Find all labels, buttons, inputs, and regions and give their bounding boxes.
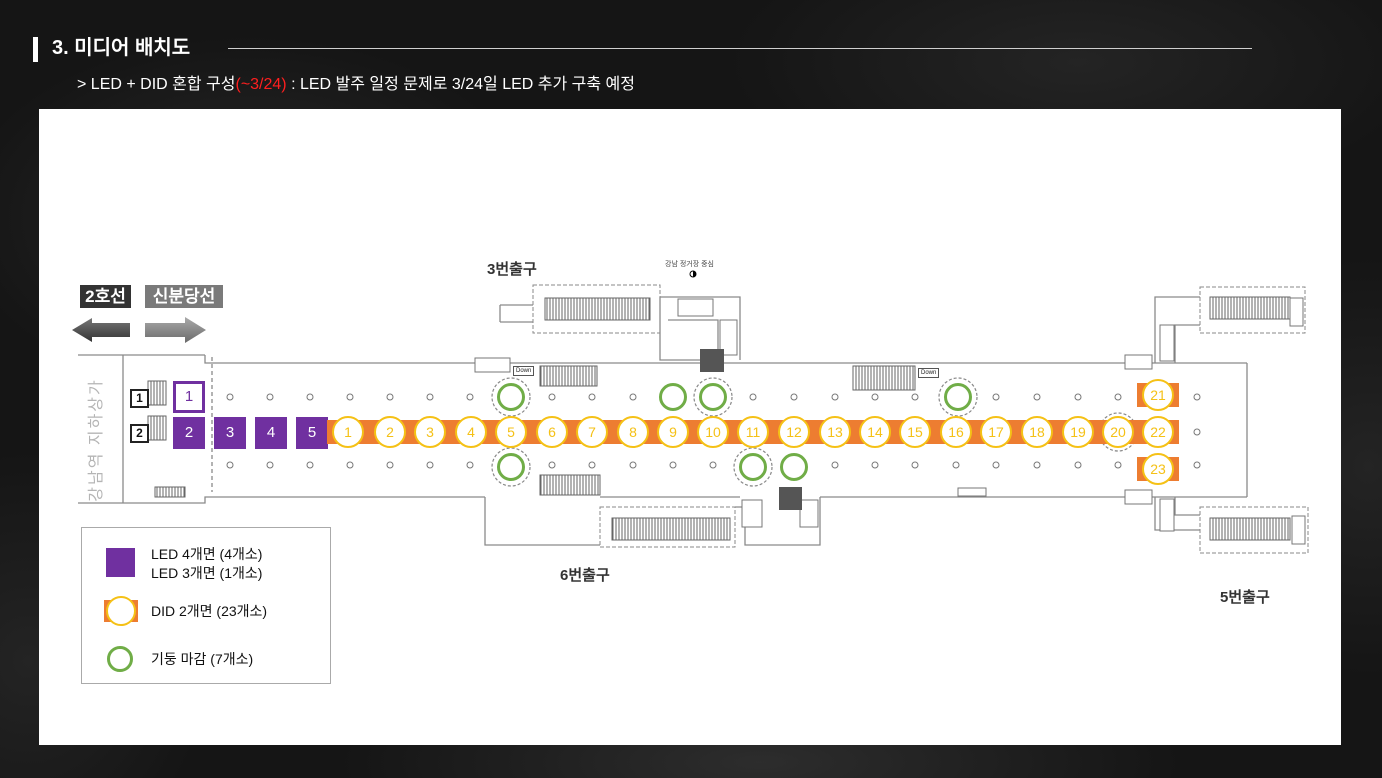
did-screen-number: 22 — [1142, 416, 1174, 448]
did-screen-number: 18 — [1021, 416, 1053, 448]
did-screen-23: 23 — [1137, 453, 1179, 485]
did-screen-number: 1 — [332, 416, 364, 448]
page-title: 3. 미디어 배치도 — [52, 37, 191, 59]
did-screen-4: 4 — [450, 416, 492, 448]
did-screen-number: 21 — [1142, 379, 1174, 411]
did-screen-18: 18 — [1016, 416, 1058, 448]
did-screen-16: 16 — [935, 416, 977, 448]
did-screen-9: 9 — [652, 416, 694, 448]
did-screen-number: 23 — [1142, 453, 1174, 485]
did-screen-1: 1 — [327, 416, 369, 448]
down-sign: Down — [918, 368, 940, 378]
pillar-finish-marker — [497, 453, 525, 481]
did-screen-number: 15 — [899, 416, 931, 448]
did-screen-20: 20 — [1097, 416, 1139, 448]
underground-mall-label: 강남역 지하상가 — [88, 378, 105, 502]
led-screen-1: 1 — [173, 381, 205, 413]
did-screen-number: 5 — [495, 416, 527, 448]
did-screen-15: 15 — [894, 416, 936, 448]
did-screen-14: 14 — [854, 416, 896, 448]
legend-pillar-text: 기둥 마감 (7개소) — [151, 651, 254, 667]
did-screen-number: 13 — [819, 416, 851, 448]
did-screen-21: 21 — [1137, 379, 1179, 411]
shinbundang-tag: 신분당선 — [145, 285, 223, 308]
did-screen-17: 17 — [975, 416, 1017, 448]
legend-did-text: DID 2개면 (23개소) — [151, 603, 268, 619]
did-screen-2: 2 — [369, 416, 411, 448]
subtitle-date-highlight: (~3/24) — [235, 76, 287, 93]
did-screen-number: 7 — [576, 416, 608, 448]
did-screen-12: 12 — [773, 416, 815, 448]
pillar-finish-marker — [659, 383, 687, 411]
did-screen-number: 20 — [1102, 416, 1134, 448]
did-screen-8: 8 — [612, 416, 654, 448]
legend-led-4-text: LED 4개면 (4개소) — [151, 546, 263, 562]
did-screen-number: 12 — [778, 416, 810, 448]
led-screen-4: 4 — [255, 417, 287, 449]
subtitle-text: > LED + DID 혼합 구성 — [77, 76, 236, 93]
did-screen-number: 3 — [414, 416, 446, 448]
did-screen-number: 9 — [657, 416, 689, 448]
pillar-finish-marker — [497, 383, 525, 411]
pillar-finish-marker — [944, 383, 972, 411]
did-screen-number: 6 — [536, 416, 568, 448]
subtitle-note: : LED 발주 일정 문제로 3/24일 LED 추가 구축 예정 — [286, 76, 635, 93]
stair-label-1: 1 — [130, 389, 149, 408]
legend-led-swatch — [106, 548, 135, 577]
did-screen-number: 19 — [1062, 416, 1094, 448]
pillar-finish-marker — [739, 453, 767, 481]
did-screen-number: 4 — [455, 416, 487, 448]
exit3-label: 3번출구 — [487, 261, 537, 278]
title-divider — [228, 48, 1252, 49]
pillar-finish-marker — [699, 383, 727, 411]
did-screen-number: 10 — [697, 416, 729, 448]
did-screen-number: 8 — [617, 416, 649, 448]
legend: LED 4개면 (4개소) LED 3개면 (1개소) DID 2개면 (23개… — [81, 527, 331, 684]
did-screen-6: 6 — [531, 416, 573, 448]
did-screen-number: 17 — [980, 416, 1012, 448]
exit5-label: 5번출구 — [1220, 589, 1270, 606]
did-screen-13: 13 — [814, 416, 856, 448]
pillar-finish-marker — [780, 453, 808, 481]
station-center-label: 강남 정거장 중심 — [665, 261, 714, 268]
legend-led-3-text: LED 3개면 (1개소) — [151, 565, 263, 581]
did-screen-19: 19 — [1057, 416, 1099, 448]
did-screen-22: 22 — [1137, 416, 1179, 448]
did-screen-number: 14 — [859, 416, 891, 448]
led-screen-5: 5 — [296, 417, 328, 449]
did-screen-number: 2 — [374, 416, 406, 448]
led-screen-3: 3 — [214, 417, 246, 449]
did-screen-7: 7 — [571, 416, 613, 448]
title-accent-bar — [33, 37, 38, 62]
line2-tag: 2호선 — [80, 285, 131, 308]
legend-pillar-swatch — [107, 646, 133, 672]
exit6-label: 6번출구 — [560, 567, 610, 584]
legend-did-ring-swatch — [106, 596, 136, 626]
did-screen-number: 16 — [940, 416, 972, 448]
did-screen-number: 11 — [737, 416, 769, 448]
down-sign: Down — [513, 366, 535, 376]
page-subtitle: > LED + DID 혼합 구성(~3/24) : LED 발주 일정 문제로… — [77, 74, 635, 96]
did-screen-5: 5 — [490, 416, 532, 448]
stair-label-2: 2 — [130, 424, 149, 443]
did-screen-11: 11 — [732, 416, 774, 448]
led-screen-2: 2 — [173, 417, 205, 449]
did-screen-3: 3 — [409, 416, 451, 448]
did-screen-10: 10 — [692, 416, 734, 448]
